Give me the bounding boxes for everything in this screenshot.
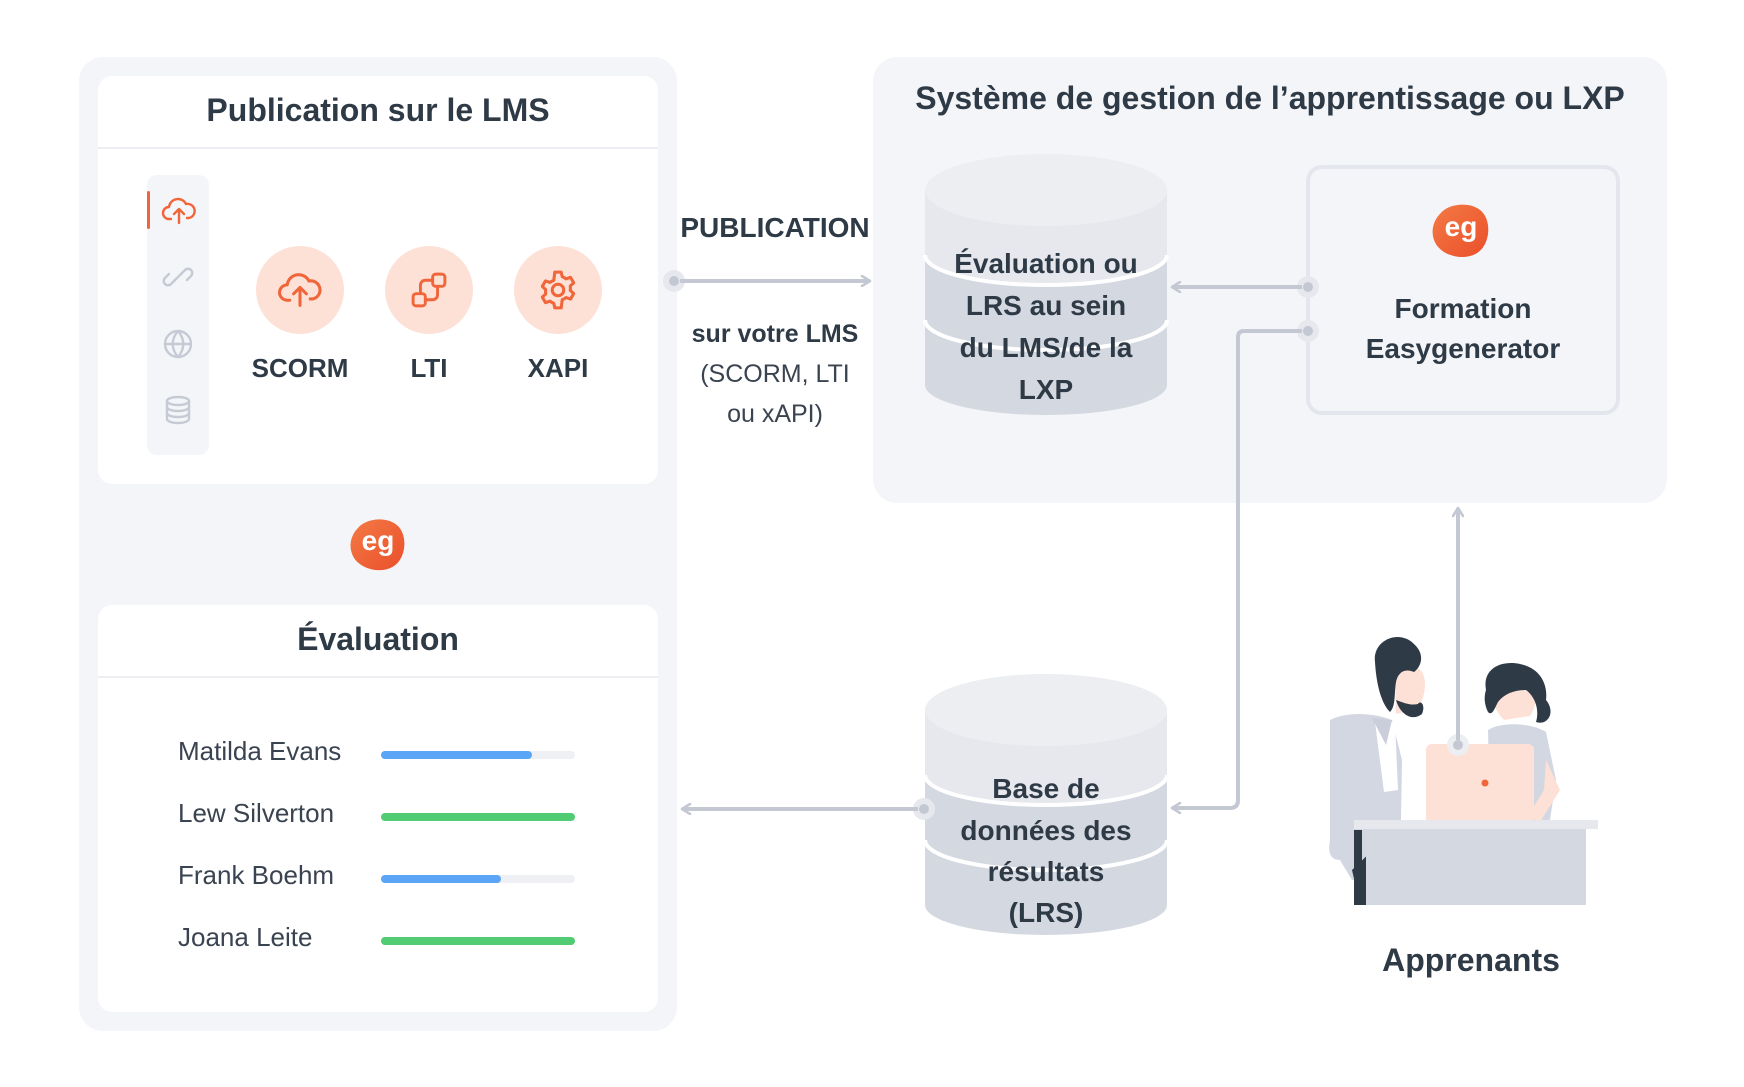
lms-lrs-database <box>923 154 1169 415</box>
student-progress-bar <box>381 751 575 759</box>
scorm-label: SCORM <box>251 353 349 383</box>
results-db-line1: Base de <box>992 773 1100 804</box>
cloud-upload-icon <box>278 273 322 307</box>
lms-lrs-db-line4: LXP <box>1018 374 1074 405</box>
publication-title: PUBLICATION <box>680 212 870 243</box>
database-icon[interactable] <box>161 393 195 432</box>
results-database <box>923 674 1169 935</box>
course-box-line2: Easygenerator <box>1365 333 1561 364</box>
lms-lrs-db-line3: du LMS/de la <box>959 332 1133 363</box>
scorm-badge[interactable] <box>256 246 344 334</box>
student-name: Matilda Evans <box>178 736 342 766</box>
easygenerator-logo: eg <box>1430 199 1492 261</box>
publication-line1: sur votre LMS <box>691 320 859 348</box>
side-toolbar <box>147 175 209 455</box>
learners-label: Apprenants <box>1382 942 1560 978</box>
learners-illustration <box>1329 508 1598 905</box>
xapi-badge[interactable] <box>514 246 602 334</box>
easygenerator-logo: eg <box>348 514 408 574</box>
lms-panel-title: Système de gestion de l’apprentissage ou… <box>915 80 1625 116</box>
results-db-line2: données des <box>960 815 1132 846</box>
course-box-line1: Formation <box>1394 293 1532 324</box>
course-to-lms-arrow <box>1172 276 1319 298</box>
link-icon[interactable] <box>161 260 195 299</box>
publish-card-title: Publication sur le LMS <box>206 92 550 128</box>
lms-lrs-db-line2: LRS au sein <box>965 290 1127 321</box>
publication-line3: ou xAPI) <box>727 400 823 428</box>
student-progress-bar <box>381 813 575 821</box>
publication-line2: (SCORM, LTI <box>700 360 850 388</box>
student-name: Frank Boehm <box>178 860 335 890</box>
lms-lrs-db-line1: Évaluation ou <box>954 248 1138 279</box>
results-to-evaluation-arrow <box>682 798 935 820</box>
evaluation-card: Évaluation Matilda Evans Lew Silverton F… <box>98 605 658 1012</box>
link-nodes-icon <box>411 272 447 308</box>
lti-badge[interactable] <box>385 246 473 334</box>
lti-label: LTI <box>410 353 448 383</box>
student-progress-bar <box>381 937 575 945</box>
globe-icon[interactable] <box>161 327 195 366</box>
student-progress-bar <box>381 875 575 883</box>
xapi-label: XAPI <box>527 353 589 383</box>
course-to-results-arrow <box>1172 320 1319 808</box>
logo-text: eg <box>1444 211 1478 242</box>
logo-text: eg <box>361 525 395 556</box>
publish-card-divider <box>98 147 658 149</box>
publish-card: Publication sur le LMS <box>98 76 658 484</box>
publication-arrow <box>663 270 870 292</box>
side-toolbar-active-indicator <box>147 191 150 229</box>
results-db-line3: résultats <box>987 856 1105 887</box>
student-name: Lew Silverton <box>178 798 335 828</box>
results-db-line4: (LRS) <box>1008 897 1084 928</box>
evaluation-card-title: Évaluation <box>297 621 459 657</box>
evaluation-card-divider <box>98 676 658 678</box>
student-name: Joana Leite <box>178 922 313 952</box>
gear-icon <box>540 270 576 310</box>
cloud-upload-icon[interactable] <box>161 193 197 234</box>
